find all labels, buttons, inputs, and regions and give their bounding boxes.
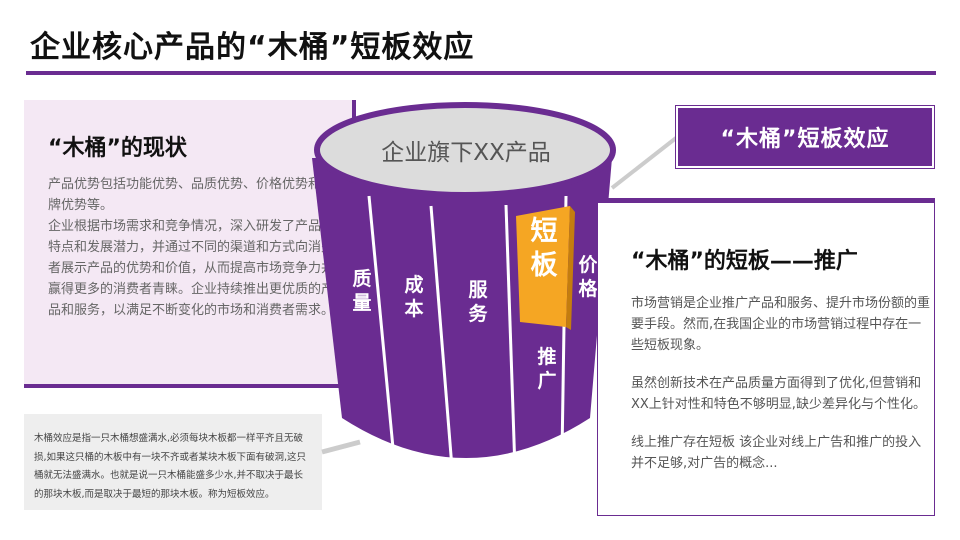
status-heading: “木桶”的现状 bbox=[48, 136, 187, 161]
short-board-paragraph: 虽然创新技术在产品质量方面得到了优化,但营销和XX上针对性和特色不够明显,缺少差… bbox=[631, 376, 926, 412]
status-panel: “木桶”的现状 产品优势包括功能优势、品质优势、价格优势和品牌优势等。 企业根据… bbox=[24, 100, 356, 388]
note-panel: 木桶效应是指一只木桶想盛满水,必须每块木板都一样平齐且无破损,如果这只桶的木板中… bbox=[24, 414, 322, 510]
board-label-price: 价格 bbox=[578, 254, 598, 300]
effect-connector bbox=[610, 136, 678, 190]
board-label-service: 服务 bbox=[468, 279, 488, 325]
title-divider bbox=[26, 71, 936, 75]
board-label-promotion: 推广 bbox=[537, 345, 556, 392]
short-board-edge bbox=[566, 206, 575, 330]
board-label-quality: 质量 bbox=[352, 268, 371, 314]
barrel-top bbox=[314, 102, 616, 198]
short-board-panel: “木桶”的短板——推广 市场营销是企业推广产品和服务、提升市场份额的重要手段。然… bbox=[597, 198, 935, 516]
short-board bbox=[516, 206, 570, 327]
note-connector bbox=[321, 439, 361, 455]
short-board-paragraph: 线上推广存在短板 该企业对线上广告和推广的投入并不足够,对广告的概念... bbox=[631, 435, 922, 471]
short-board-body: 市场营销是企业推广产品和服务、提升市场份额的重要手段。然而,在我国企业的市场营销… bbox=[631, 293, 931, 491]
status-paragraph: 产品优势包括功能优势、品质优势、价格优势和品牌优势等。 bbox=[48, 177, 335, 213]
short-board-paragraph: 市场营销是企业推广产品和服务、提升市场份额的重要手段。然而,在我国企业的市场营销… bbox=[631, 296, 931, 353]
board-label-cost: 成本 bbox=[404, 273, 423, 320]
barrel-top-label: 企业旗下XX产品 bbox=[381, 140, 551, 166]
short-board-heading: “木桶”的短板——推广 bbox=[631, 249, 858, 274]
effect-title: “木桶”短板效应 bbox=[676, 106, 934, 168]
board-label-short: 短板 bbox=[531, 216, 558, 281]
page-title: 企业核心产品的“木桶”短板效应 bbox=[30, 30, 475, 65]
status-body: 产品优势包括功能优势、品质优势、价格优势和品牌优势等。 企业根据市场需求和竞争情… bbox=[48, 174, 340, 321]
status-paragraph: 企业根据市场需求和竞争情况，深入研发了产品的特点和发展潜力，并通过不同的渠道和方… bbox=[48, 219, 335, 318]
